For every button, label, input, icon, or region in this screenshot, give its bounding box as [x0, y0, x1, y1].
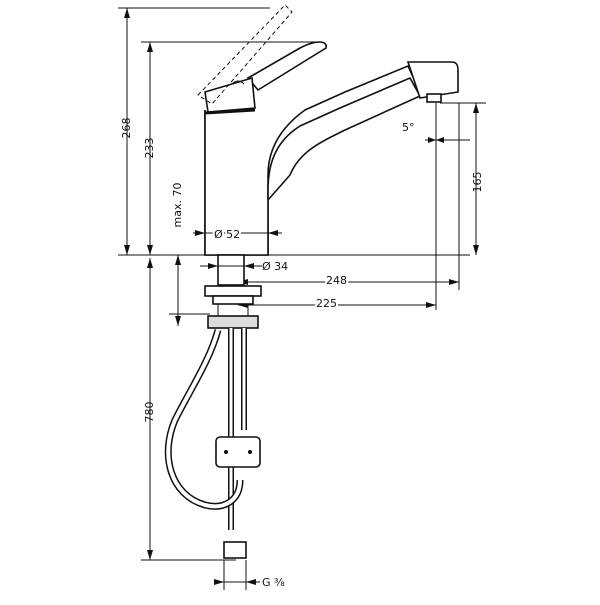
mounting-plate — [204, 285, 262, 297]
dim-225-label: 225 — [316, 297, 337, 310]
spray-head — [406, 61, 459, 99]
dim-780-label: 780 — [143, 402, 156, 423]
dim-52-label: Ø 52 — [214, 228, 240, 241]
shank: Ø 34 — [200, 254, 288, 329]
lever-raised-outline — [197, 4, 293, 105]
dim-165-label: 165 — [471, 172, 484, 193]
dim-248-label: 248 — [326, 274, 347, 287]
faucet-body — [197, 4, 459, 256]
dim-max70-label: max. 70 — [171, 183, 184, 228]
dim-angle: 5° — [402, 103, 470, 310]
hose-weight — [215, 436, 261, 468]
dim-34-label: Ø 34 — [262, 260, 288, 273]
dim-angle-label: 5° — [402, 121, 415, 134]
dim-overall-height: 268 — [118, 7, 270, 255]
dim-thread: G ⅜ — [214, 560, 285, 590]
supply-hoses — [164, 328, 261, 559]
dim-thread-label: G ⅜ — [262, 576, 285, 589]
dim-max-70: max. 70 — [169, 183, 210, 326]
dim-spout-height: 165 — [440, 102, 486, 255]
lever-base — [204, 76, 256, 113]
thread-connector — [223, 541, 247, 559]
dim-hose-length: 780 — [141, 258, 236, 561]
dim-233-label: 233 — [143, 138, 156, 159]
spray-outlet — [426, 93, 442, 103]
dim-outlet-reach: 248 — [238, 272, 459, 289]
dim-268-label: 268 — [120, 118, 133, 139]
mounting-nut — [207, 315, 259, 329]
lever — [246, 41, 327, 92]
dim-base-diameter: Ø 52 — [193, 226, 282, 243]
dim-lever-height: 233 — [141, 41, 320, 255]
dim-reach-to-spray: 225 — [238, 295, 436, 312]
